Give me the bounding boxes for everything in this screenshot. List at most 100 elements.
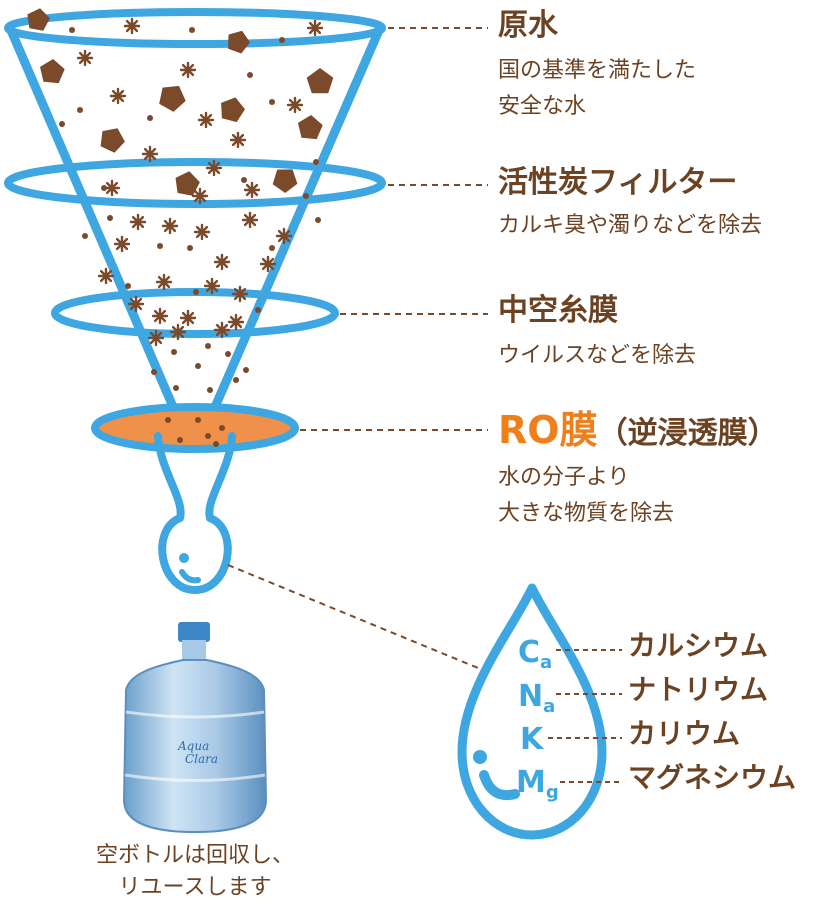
stage-desc-line: 大きな物質を除去 (498, 501, 675, 526)
small-particle (177, 437, 183, 443)
small-particle (241, 177, 247, 183)
stage-desc-carbon-filter: カルキ臭や濁りなどを除去 (498, 208, 762, 244)
mineral-name-sodium: ナトリウム (628, 673, 769, 706)
chlorine-particle-core (108, 184, 116, 192)
small-particle (157, 243, 163, 249)
bottle-caption-line: 空ボトルは回収し、 (95, 843, 294, 868)
small-particle (213, 441, 219, 447)
chlorine-particle-core (196, 192, 204, 200)
small-particle (195, 363, 201, 369)
mineral-symbol-calcium: Ca (518, 635, 552, 673)
chlorine-particle-core (118, 240, 126, 248)
small-particle (173, 385, 179, 391)
chlorine-particle-core (132, 300, 140, 308)
bottle-neck (182, 640, 206, 660)
impurity-particle (306, 68, 334, 94)
impurity-particle (175, 171, 200, 196)
small-particle (82, 233, 88, 239)
stage-title-ro-membrane: RO膜（逆浸透膜） (498, 411, 778, 449)
stage-title-hollow-fiber: 中空糸膜 (498, 293, 618, 328)
small-particle (207, 387, 213, 393)
chlorine-particle-core (134, 218, 142, 226)
small-particle (59, 121, 65, 127)
connector-drop (227, 564, 479, 669)
chlorine-particle-core (160, 278, 168, 286)
impurity-particle (298, 115, 323, 140)
chlorine-particle-core (246, 216, 254, 224)
small-particle (107, 215, 113, 221)
mineral-name-potassium: カリウム (628, 717, 741, 750)
mineral-symbol-magnesium: Mg (516, 765, 559, 803)
small-particle (255, 307, 261, 313)
small-particle (269, 245, 275, 251)
chlorine-particle-core (280, 232, 288, 240)
water-bottle: Aqua Clara (122, 622, 268, 834)
chlorine-particle-core (198, 228, 206, 236)
bottle-caption: 空ボトルは回収し、 リユースします (60, 840, 330, 904)
ro-title-main: RO膜 (498, 408, 598, 452)
impurity-particle (272, 169, 298, 193)
small-particle (225, 351, 231, 357)
chlorine-particle-core (81, 54, 89, 62)
small-particle (69, 27, 75, 33)
mineral-drop-highlight (479, 770, 520, 801)
chlorine-particle-core (264, 260, 272, 268)
funnel-spout (154, 432, 236, 594)
chlorine-particle-core (234, 136, 242, 144)
chlorine-particle-core (232, 318, 240, 326)
mineral-symbol-sodium: Na (518, 679, 555, 717)
small-particle (101, 185, 107, 191)
small-particle (219, 425, 225, 431)
chlorine-particle-core (128, 22, 136, 30)
stage-desc-line: 安全な水 (498, 94, 587, 119)
chlorine-particle-core (184, 314, 192, 322)
particle-group (27, 8, 334, 447)
chlorine-particle-core (174, 328, 182, 336)
small-particle (151, 369, 157, 375)
raw-water-ring (4, 8, 386, 48)
bottle-ridge-lower (124, 773, 266, 782)
small-particle (303, 193, 309, 199)
ro-title-sub: （逆浸透膜） (597, 416, 778, 451)
chlorine-particle-core (218, 326, 226, 334)
small-particle (125, 283, 131, 289)
drop-highlight-dot (179, 553, 189, 563)
bottle-logo-aqua: Aqua (177, 739, 209, 753)
bottle-body (122, 659, 268, 834)
bottle-cap-top (178, 622, 210, 642)
impurity-particle (27, 8, 50, 31)
carbon-filter-ring (4, 158, 386, 208)
chlorine-particle-core (152, 334, 160, 342)
stage-desc-raw-water: 国の基準を満たした 安全な水 (498, 53, 696, 125)
chlorine-particle-core (102, 272, 110, 280)
stage-desc-line: 水の分子より (498, 465, 630, 490)
small-particle (195, 417, 201, 423)
mineral-symbol-potassium: K (520, 722, 545, 757)
stage-desc-line: カルキ臭や濁りなどを除去 (498, 213, 763, 238)
chlorine-particle-core (202, 116, 210, 124)
stage-title-carbon-filter: 活性炭フィルター (498, 165, 738, 200)
stage-desc-ro-membrane: 水の分子より 大きな物質を除去 (498, 460, 674, 532)
chlorine-particle-core (156, 312, 164, 320)
small-particle (205, 433, 211, 439)
chlorine-particle-core (311, 24, 319, 32)
small-particle (247, 72, 253, 78)
impurity-particle (159, 85, 186, 112)
chlorine-particle-core (208, 282, 216, 290)
chlorine-particle-core (166, 222, 174, 230)
bottle-caption-line: リユースします (118, 875, 272, 900)
bottle-ridge-upper (125, 710, 265, 719)
small-particle (189, 27, 195, 33)
small-particle (147, 115, 153, 121)
small-particle (205, 343, 211, 349)
stage-title-raw-water: 原水 (498, 8, 558, 43)
impurity-particle (228, 30, 250, 54)
chlorine-particle-core (248, 186, 256, 194)
chlorine-particle-core (210, 164, 218, 172)
chlorine-particle-core (184, 66, 192, 74)
mineral-name-calcium: カルシウム (628, 629, 769, 662)
impurity-particle (221, 97, 245, 123)
mineral-name-magnesium: マグネシウム (628, 761, 797, 794)
